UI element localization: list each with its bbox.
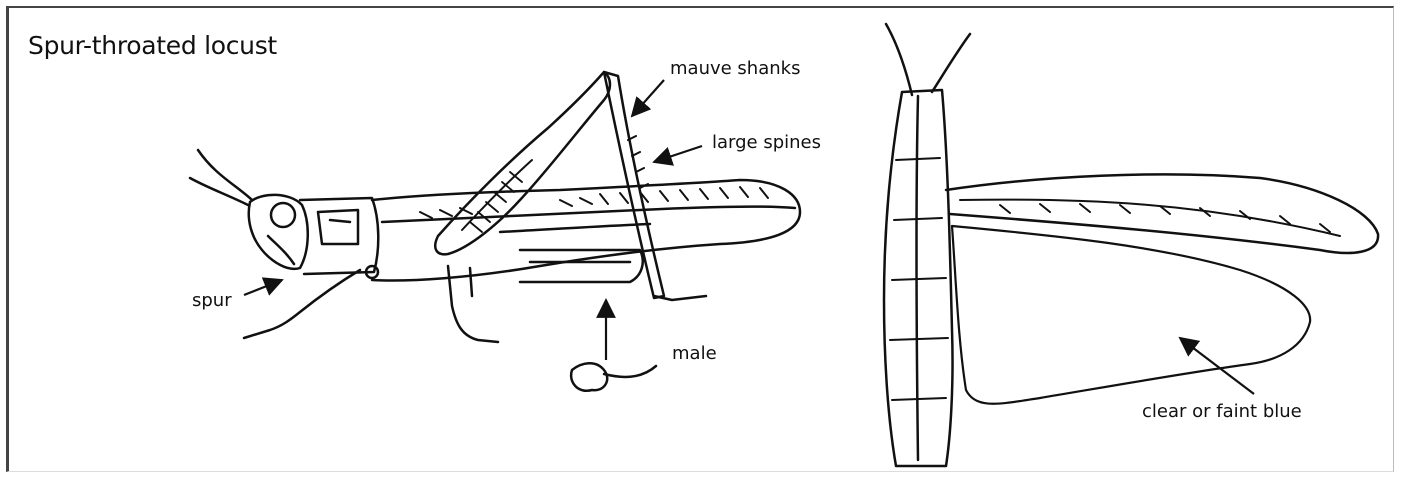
- label-arrows: [244, 80, 1254, 394]
- spur-label: spur: [192, 292, 232, 310]
- large-spines-label: large spines: [712, 134, 821, 152]
- mauve-shanks-label: mauve shanks: [670, 60, 800, 78]
- wing-color-label: clear or faint blue: [1142, 403, 1302, 421]
- top-view-locust: [884, 24, 1378, 466]
- male-label: male: [672, 345, 717, 363]
